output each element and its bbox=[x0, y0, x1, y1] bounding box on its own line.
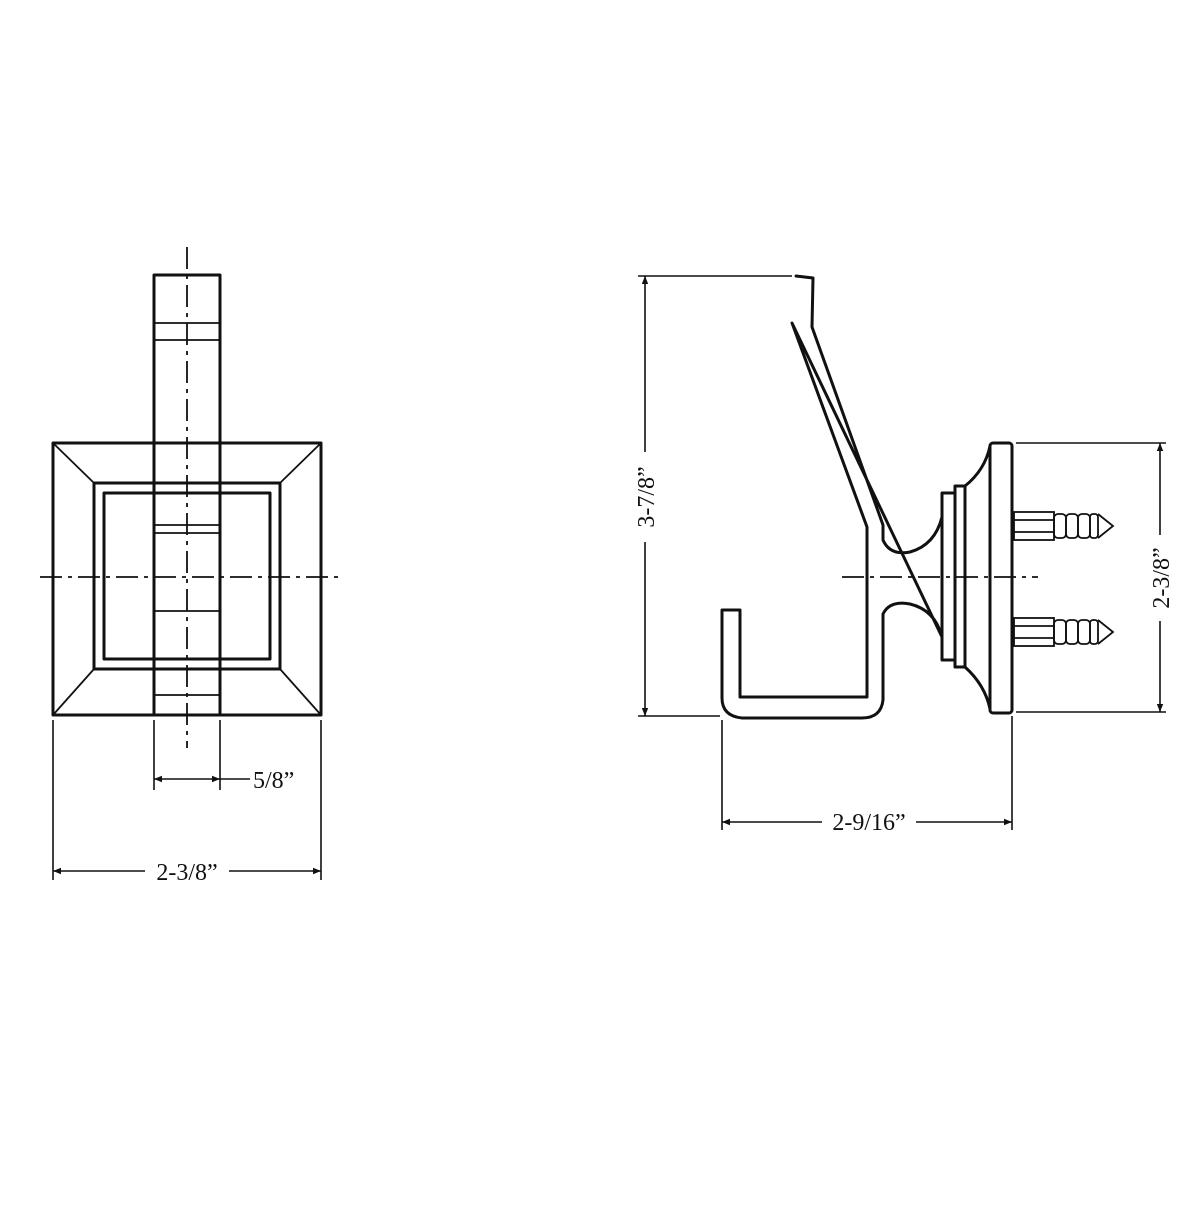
front-view: 5/8” 2-3/8” bbox=[40, 247, 338, 886]
hook-profile bbox=[720, 274, 944, 720]
dimension-overall-width: 2-3/8” bbox=[52, 720, 322, 886]
wall-anchor-top bbox=[1013, 511, 1115, 541]
dimension-overall-height: 3-7/8” bbox=[630, 275, 792, 717]
dimension-label-base-height: 2-3/8” bbox=[1149, 547, 1175, 608]
base-plate-side bbox=[988, 441, 1014, 715]
dimension-label-projection: 2-9/16” bbox=[832, 810, 905, 836]
dimension-arm-width: 5/8” bbox=[153, 720, 294, 794]
dimension-projection: 2-9/16” bbox=[721, 716, 1013, 836]
dimension-label-overall-height: 3-7/8” bbox=[634, 466, 660, 527]
dimension-base-height: 2-3/8” bbox=[1016, 442, 1175, 713]
dimension-label-overall-width: 2-3/8” bbox=[156, 860, 217, 886]
bevel-corner-lines bbox=[52, 442, 322, 716]
wall-anchor-bottom bbox=[1013, 617, 1115, 647]
dimension-label-arm-width: 5/8” bbox=[253, 768, 294, 794]
side-view: 3-7/8” 2-3/8” 2-9/16” bbox=[630, 274, 1175, 836]
